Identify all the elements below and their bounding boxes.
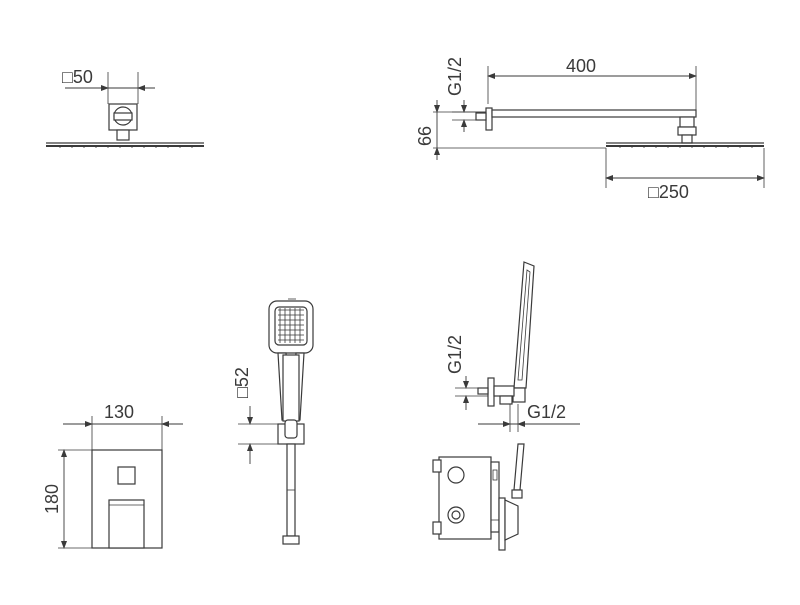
arm-wall-flange xyxy=(485,107,493,131)
assembly-valve-port-bottom xyxy=(447,506,465,524)
head-side-view: □50 xyxy=(46,67,204,148)
handheld-holder-clip xyxy=(284,419,298,439)
arm-side-view: G1/2 400 66 □250 xyxy=(415,56,765,202)
assembly-lever-side xyxy=(504,499,519,541)
plate-diverter-knob xyxy=(117,466,136,485)
handheld-square-label: □52 xyxy=(232,367,252,398)
plate-front-view: 130 180 xyxy=(42,402,183,549)
arm-head-nozzles xyxy=(619,146,753,148)
head-square-label: □50 xyxy=(62,67,93,87)
handheld-handle xyxy=(282,354,300,422)
head-connector-nut xyxy=(113,112,133,121)
arm-thread-label: G1/2 xyxy=(445,57,465,96)
assembly-hose-nut xyxy=(511,489,523,499)
head-plate-nozzles xyxy=(59,146,193,148)
arm-height-label: 66 xyxy=(415,126,435,146)
assembly-valve-box xyxy=(438,456,492,540)
assembly-valve-cartridge xyxy=(492,469,498,481)
arm-head-label: □250 xyxy=(648,182,689,202)
arm-elbow xyxy=(679,116,695,128)
plate-width-label: 130 xyxy=(104,402,134,422)
assembly-valve-port-bottom-inner xyxy=(451,510,461,520)
head-connector-neck xyxy=(116,129,130,141)
assembly-outlet-nut xyxy=(499,395,513,405)
assembly-view: G1/2 G1/2 xyxy=(432,261,580,551)
assembly-hose xyxy=(513,443,525,491)
assembly-outlet-flange xyxy=(487,377,495,407)
plate-height-label: 180 xyxy=(42,484,62,514)
arm-length-label: 400 xyxy=(566,56,596,76)
arm-thread xyxy=(475,112,487,121)
assembly-handheld-inner xyxy=(517,269,531,381)
assembly-outlet-body xyxy=(493,385,515,397)
assembly-box-tab-top xyxy=(432,459,442,473)
assembly-handheld-base xyxy=(512,387,526,403)
plate-lever-handle xyxy=(108,499,145,549)
assembly-handheld-body xyxy=(513,261,535,389)
assembly-cover-plate xyxy=(498,497,506,551)
handheld-head-inner xyxy=(274,306,308,346)
arm-head-neck xyxy=(681,134,693,144)
handheld-view: □52 xyxy=(232,298,314,545)
assembly-thread-top-label: G1/2 xyxy=(445,335,465,374)
arm-tube xyxy=(491,109,697,118)
handheld-hose-nut xyxy=(282,535,300,545)
assembly-valve-port-top xyxy=(447,466,465,484)
handheld-nozzle-grid xyxy=(278,308,304,343)
assembly-outlet-thread xyxy=(477,387,489,395)
assembly-box-tab-bottom xyxy=(432,521,442,535)
assembly-valve-body xyxy=(490,461,500,533)
assembly-thread-side-label: G1/2 xyxy=(527,402,566,422)
arm-ball-joint xyxy=(677,126,697,136)
